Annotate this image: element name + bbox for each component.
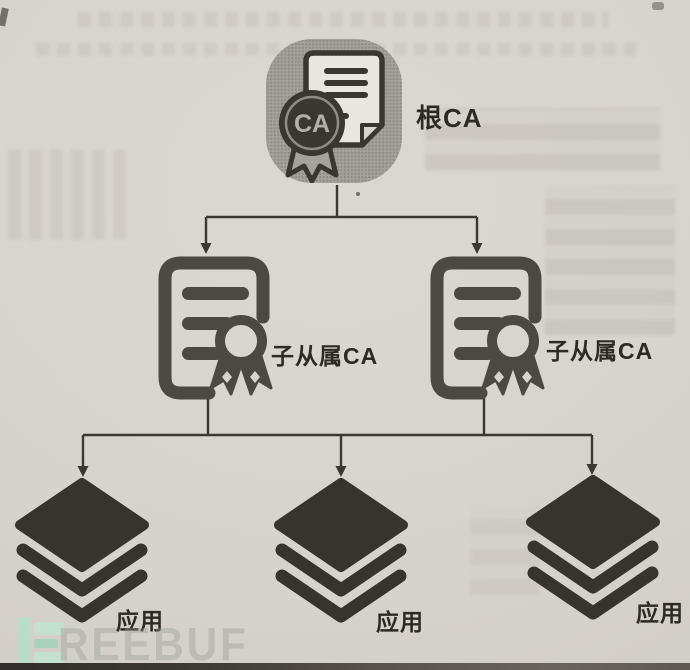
subordinate-ca-label-left: 子从属CA	[271, 343, 379, 369]
arrow-heads-top	[200, 243, 483, 254]
subordinate-ca-icon-left	[149, 251, 281, 403]
freebuf-logo-bar	[34, 639, 58, 648]
arrow-heads-bottom	[77, 464, 598, 477]
freebuf-logo-bar	[18, 617, 30, 668]
photo-bottom-edge	[0, 663, 690, 670]
root-ca-node: CA	[266, 39, 402, 183]
root-ca-certificate-icon: CA	[279, 50, 385, 183]
root-ca-label: 根CA	[416, 103, 483, 133]
subordinate-ca-icon-right	[421, 251, 553, 403]
application-label-right: 应用	[636, 600, 684, 626]
subordinate-ca-label-right: 子从属CA	[546, 338, 654, 364]
application-label-middle: 应用	[376, 609, 424, 635]
ca-badge-text: CA	[294, 110, 330, 138]
freebuf-logo-bar	[34, 622, 64, 635]
freebuf-logo-bar	[34, 652, 64, 666]
root-to-subordinates-connector	[204, 185, 479, 244]
ca-badge	[279, 90, 345, 156]
subordinates-to-applications-connector	[81, 398, 594, 466]
application-label-left: 应用	[116, 608, 164, 634]
watermark-text: REEBUF	[58, 618, 249, 670]
